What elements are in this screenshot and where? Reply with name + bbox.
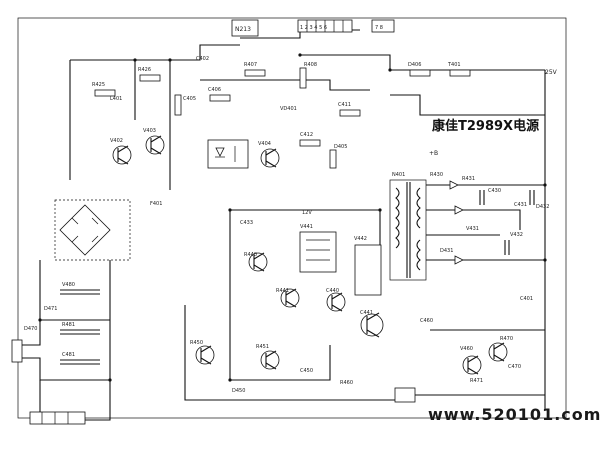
component-label: L401: [110, 96, 122, 102]
transistor-v402: [112, 145, 132, 165]
component-label: R451: [256, 344, 269, 350]
component-label: D470: [24, 326, 37, 332]
component-label: R470: [500, 336, 513, 342]
connector-top: 1 2 3 4 5 6 7 8: [297, 19, 395, 33]
transformer-t401: [389, 179, 427, 281]
ac-input: [11, 260, 111, 425]
connector-small-label: 7 8: [375, 25, 383, 31]
component-label: V431: [466, 226, 479, 232]
junction-dots: [38, 53, 547, 382]
ic-n213: N213: [231, 19, 259, 37]
component-label: R430: [430, 172, 443, 178]
component-label: D406: [408, 62, 421, 68]
component-label: C406: [208, 87, 221, 93]
component-label: V432: [510, 232, 523, 238]
transistor-v470: [260, 350, 280, 370]
component-label: C431: [514, 202, 527, 208]
component-label: R450: [190, 340, 203, 346]
component-label: C481: [62, 352, 75, 358]
component-label: V404: [258, 141, 271, 147]
component-label: R408: [304, 62, 317, 68]
component-label: C405: [183, 96, 196, 102]
component-label: V441: [300, 224, 313, 230]
schematic-title: 康佳T2989X电源: [432, 118, 539, 134]
transistor-v481: [488, 342, 508, 362]
component-label: D432: [536, 204, 549, 210]
component-label: C470: [508, 364, 521, 370]
component-label: C433: [240, 220, 253, 226]
watermark: www.520101.com: [428, 405, 601, 424]
component-label: C401: [520, 296, 533, 302]
component-label: R471: [470, 378, 483, 384]
top-bus: [69, 29, 546, 410]
transistor-v460: [195, 345, 215, 365]
power-mosfet-v442: [360, 312, 384, 338]
resistors-top: [94, 67, 471, 169]
ic-box-label: N213: [235, 26, 251, 33]
transistor-v404: [260, 148, 280, 168]
component-label: C460: [420, 318, 433, 324]
component-label: T401: [447, 62, 461, 68]
v12-label: 12V: [302, 210, 312, 216]
component-label: C441: [360, 310, 373, 316]
component-label: C430: [488, 188, 501, 194]
component-label: D405: [334, 144, 347, 150]
component-label: R431: [462, 176, 475, 182]
v25-label: 25V: [545, 69, 558, 76]
component-label: C440: [326, 288, 339, 294]
transistor-v441: [326, 292, 346, 312]
bridge-rectifier: [54, 199, 131, 261]
transistor-v431: [248, 252, 268, 272]
component-label: V460: [460, 346, 473, 352]
component-label: V402: [110, 138, 123, 144]
secondary-outputs: [426, 180, 545, 265]
connector-row-label: 1 2 3 4 5 6: [300, 25, 327, 31]
component-label: C412: [300, 132, 313, 138]
transistor-v432: [280, 288, 300, 308]
lower-wiring: [184, 305, 545, 403]
component-label: R440: [244, 252, 257, 258]
component-label: R481: [62, 322, 75, 328]
component-label: N401: [392, 172, 405, 178]
component-label: C411: [338, 102, 351, 108]
component-label: R407: [244, 62, 257, 68]
component-label: V442: [354, 236, 367, 242]
component-label: V403: [143, 128, 156, 134]
component-label: D471: [44, 306, 57, 312]
component-label: V480: [62, 282, 75, 288]
plus-b-label: +B: [429, 150, 438, 157]
component-label: D431: [440, 248, 453, 254]
component-label: C450: [300, 368, 313, 374]
transistor-v403: [145, 135, 165, 155]
transistor-v480: [462, 355, 482, 375]
optocoupler: [207, 139, 249, 169]
component-label: R426: [138, 67, 151, 73]
input-filter-caps: [60, 289, 100, 365]
schematic-frame: [17, 17, 567, 419]
component-label: R460: [340, 380, 353, 386]
component-label: VD401: [280, 106, 297, 112]
component-label: D450: [232, 388, 245, 394]
component-label: F401: [150, 201, 162, 207]
component-label: R425: [92, 82, 105, 88]
component-label: R441: [276, 288, 289, 294]
component-label: C402: [196, 56, 209, 62]
